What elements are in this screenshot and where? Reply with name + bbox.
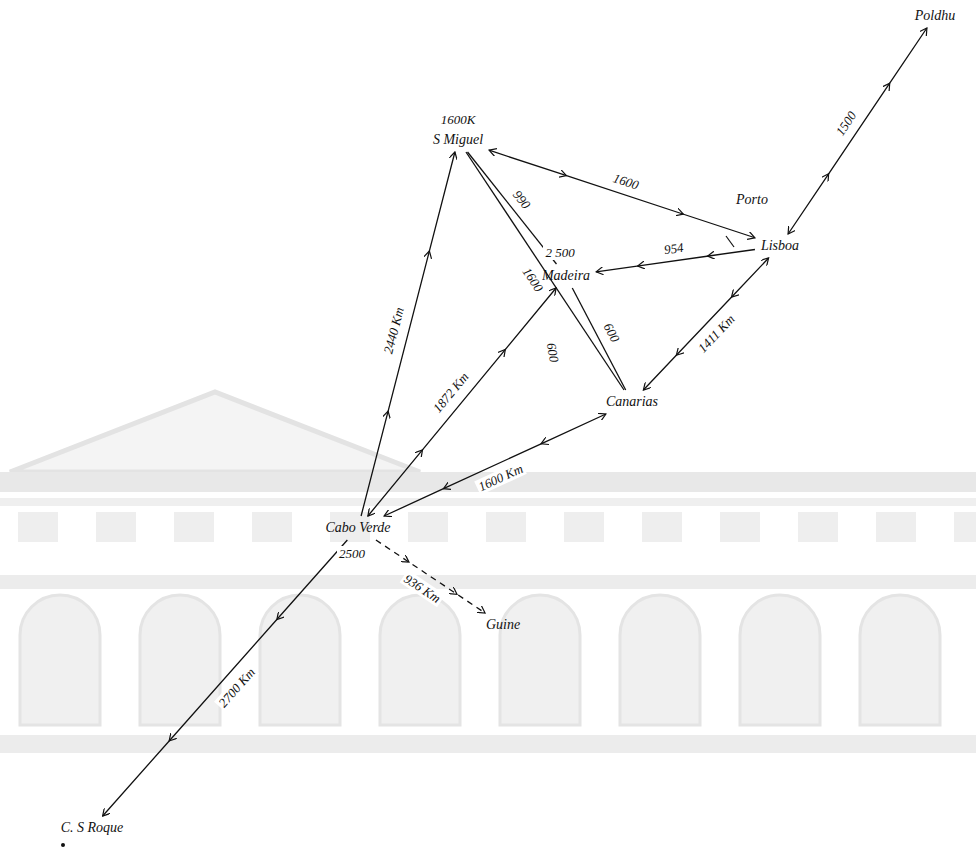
distance-label: 1500 [831,107,860,140]
watermark-column [798,512,838,542]
watermark-arch [860,595,940,725]
watermark-column [252,512,292,542]
porto-tick [726,236,734,247]
watermark-column [642,512,682,542]
place-label: Lisboa [761,238,799,254]
distance-note: 2 500 [543,245,576,260]
distance-label: 1872 Km [428,368,472,417]
place-label: Madeira [542,268,590,284]
place-label: S Miguel [433,132,483,148]
watermark-arch [380,595,460,725]
watermark-base [0,735,976,753]
radio-link [788,28,927,234]
watermark-column [408,512,448,542]
place-label: Porto [736,192,768,208]
place-label: Cabo Verde [325,520,390,536]
watermark-pediment [10,392,420,472]
distance-note: 1600K [439,112,478,127]
distance-note: 600 [544,339,563,365]
radio-link [361,152,455,516]
place-name: C. S Roque [57,818,128,838]
watermark-column [18,512,58,542]
watermark-arch [260,595,340,725]
radio-link [572,288,625,390]
distance-label: 954 [661,240,686,258]
place-label: Canarias [606,394,658,410]
watermark-band [0,575,976,589]
place-name: Lisboa [757,236,803,256]
watermark-column [720,512,760,542]
watermark-column [876,512,916,542]
distance-note: 2500 [337,546,367,561]
watermark-arch [140,595,220,725]
distance-label: 600 [599,319,623,347]
radio-link [489,150,755,238]
place-name: Canarias [602,392,662,412]
watermark-column [174,512,214,542]
radio-link [466,152,624,390]
radio-link [368,288,556,516]
place-name: Poldhu [911,6,959,26]
place-name: Porto [732,190,772,210]
distance-label: 1411 Km [693,310,739,357]
radio-link [643,258,768,390]
watermark-arch [620,595,700,725]
place-label: C. S Roque [61,820,124,836]
place-dot [61,843,65,847]
distance-label: 1600 [609,170,642,194]
distance-label: 2440 Km [380,304,407,357]
watermark-column [564,512,604,542]
place-label: Guine [486,617,520,633]
radio-link [384,414,606,516]
watermark-arch [500,595,580,725]
watermark-band [0,498,976,506]
place-label: Poldhu [915,8,955,24]
watermark-arch [20,595,100,725]
radio-link [376,540,485,613]
radio-link [103,540,348,816]
watermark-column [954,512,976,542]
place-name: Madeira [538,266,594,286]
watermark-arch [740,595,820,725]
watermark-column [96,512,136,542]
watermark-column [486,512,526,542]
place-name: Guine [482,615,524,635]
place-name: Cabo Verde [321,518,394,538]
place-name: S Miguel [429,130,487,150]
